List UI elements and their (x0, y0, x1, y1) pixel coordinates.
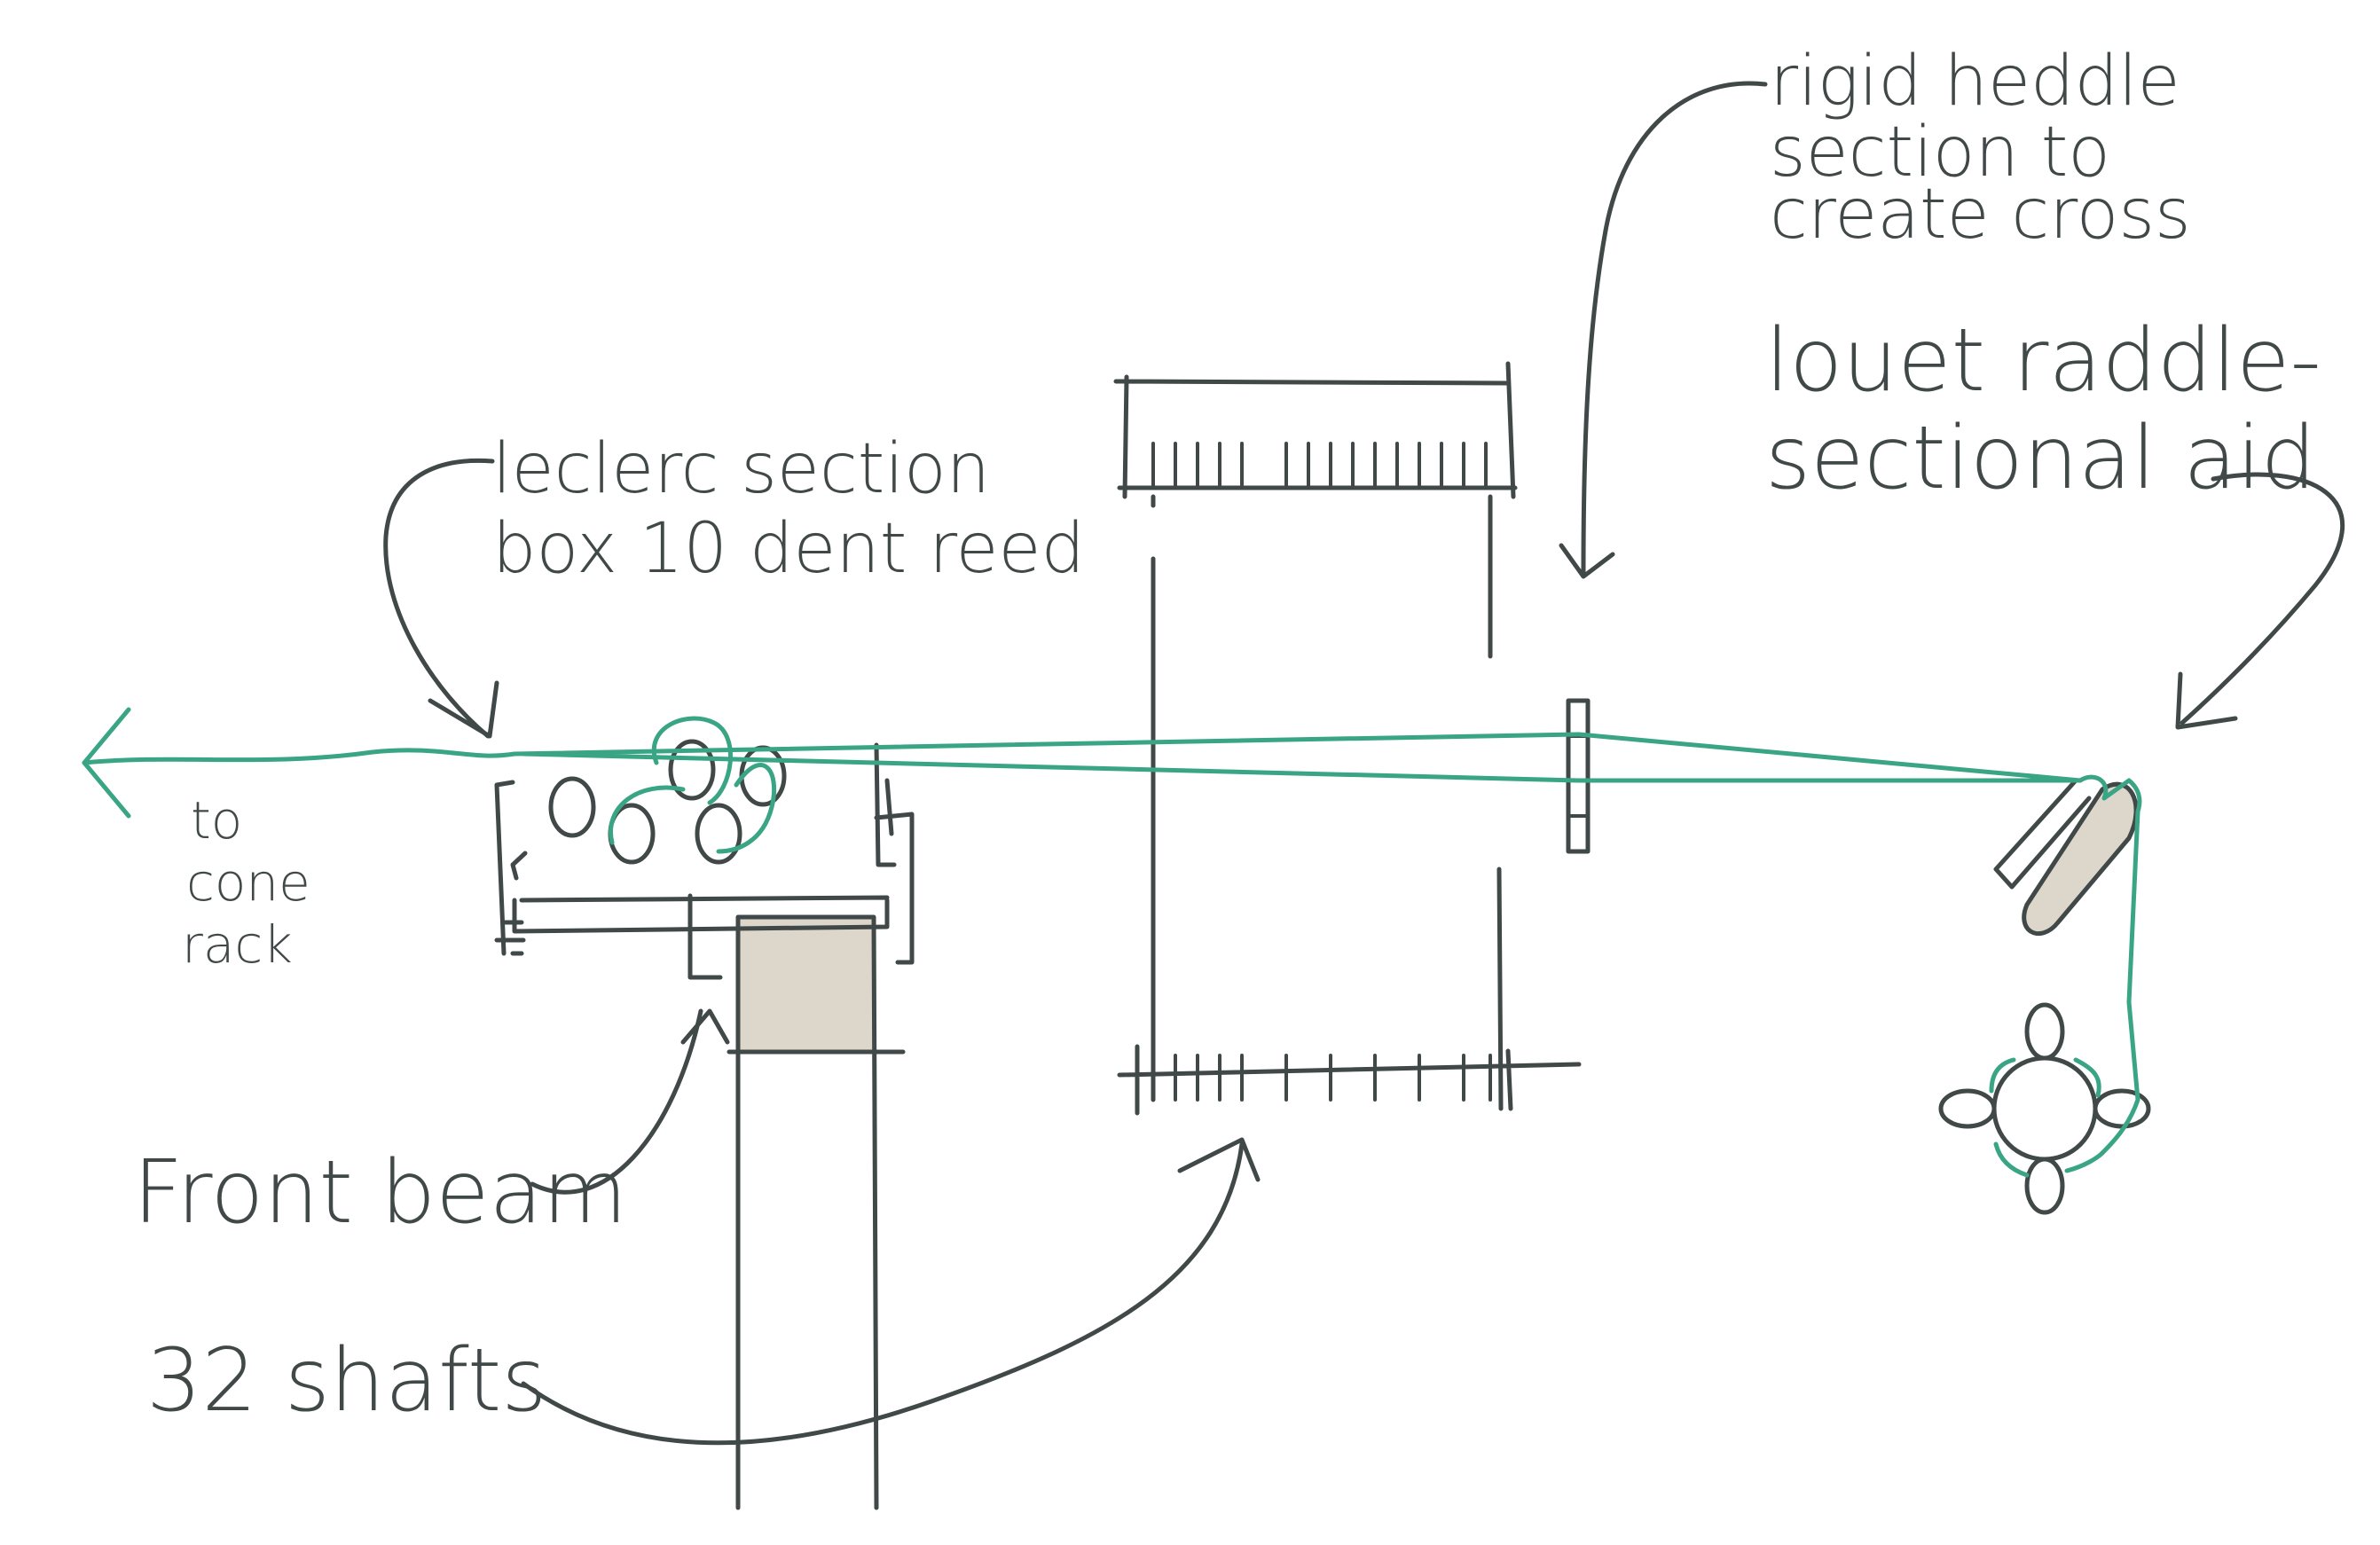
label-rigid-heddle-line-2: section to (1770, 113, 2110, 192)
front-beam-outline (727, 914, 906, 1510)
label-rigid-heddle: rigid heddle section to create cross (1770, 42, 2191, 255)
yarn-cone-3 (668, 739, 716, 801)
label-louet-line-2: sectional aid (1765, 408, 2316, 509)
rigid-heddle-bar (1566, 698, 1591, 854)
shaft-side-right (1488, 494, 1504, 1111)
arrow-shafts (521, 1141, 1245, 1446)
reel-arm-left (1938, 1088, 1997, 1129)
label-to-cone-rack-line-2: cone (186, 852, 310, 913)
label-leclerc-line-2: box 10 dent reed (492, 509, 1085, 589)
label-to-cone-rack-line-3: rack (182, 914, 293, 975)
front-beam-drawing (687, 893, 906, 1510)
arrow-rigid-heddle-head (1559, 543, 1615, 579)
label-to-cone-rack-line-1: to (191, 790, 242, 851)
label-front-beam: Front beam (133, 1142, 627, 1243)
section-box-pins (494, 778, 894, 943)
warp-thread-second (521, 751, 2083, 783)
raddle-wood (2023, 784, 2137, 934)
warp-thread-path (82, 707, 2142, 1178)
beam-support-left (687, 893, 723, 980)
yarn-cone-1 (548, 776, 596, 838)
arrow-front-beam (530, 1008, 703, 1195)
shaft-frame-top (1113, 361, 1518, 499)
section-box-frame (494, 742, 915, 965)
reel-arm-right (2093, 1088, 2151, 1129)
label-louet-line-1: louet raddle- (1765, 310, 2321, 412)
arrow-leclerc-head (428, 680, 499, 739)
yarn-cone-4 (695, 803, 742, 865)
section-box-drawing (494, 739, 915, 965)
warp-arrowhead (82, 707, 131, 819)
reel-arm-top (2024, 1002, 2065, 1061)
label-leclerc-line-1: leclerc section (492, 429, 990, 509)
label-rigid-heddle-line-3: create cross (1770, 175, 2191, 255)
shaft-frame-bottom (1117, 1044, 1582, 1116)
warp-around-reel (1989, 1057, 2105, 1178)
arrow-front-beam-head (680, 1008, 730, 1045)
arrow-shafts-head (1177, 1137, 1261, 1182)
arrow-louet-head (2175, 671, 2238, 730)
annotation-arrows (383, 81, 2345, 1446)
arrow-rigid-heddle (1581, 81, 1768, 575)
shaft-heddles-bottom (1151, 1054, 1492, 1102)
front-beam-wood (738, 917, 873, 1052)
warp-around-cones (609, 716, 777, 854)
label-leclerc-box: leclerc section box 10 dent reed (492, 429, 1085, 589)
label-shafts: 32 shafts (146, 1330, 546, 1431)
warping-reel-drawing (1938, 1002, 2151, 1215)
rigid-heddle-slots (1567, 734, 1590, 818)
label-to-cone-rack: to cone rack (182, 790, 310, 975)
arrow-leclerc (383, 458, 495, 739)
rigid-heddle-drawing (1566, 698, 1591, 854)
label-rigid-heddle-line-1: rigid heddle (1770, 42, 2180, 122)
arrow-louet (2180, 472, 2345, 725)
reel-hub (1991, 1055, 2098, 1162)
louet-raddle-drawing (1993, 778, 2139, 936)
yarn-cone-5 (739, 745, 787, 807)
label-louet-raddle: louet raddle- sectional aid (1765, 310, 2321, 509)
shafts-drawing (1113, 361, 1582, 1116)
reel-arm-bottom (2024, 1157, 2065, 1215)
shaft-heddles-top (1151, 442, 1488, 488)
warp-thread-main (82, 732, 2142, 1156)
